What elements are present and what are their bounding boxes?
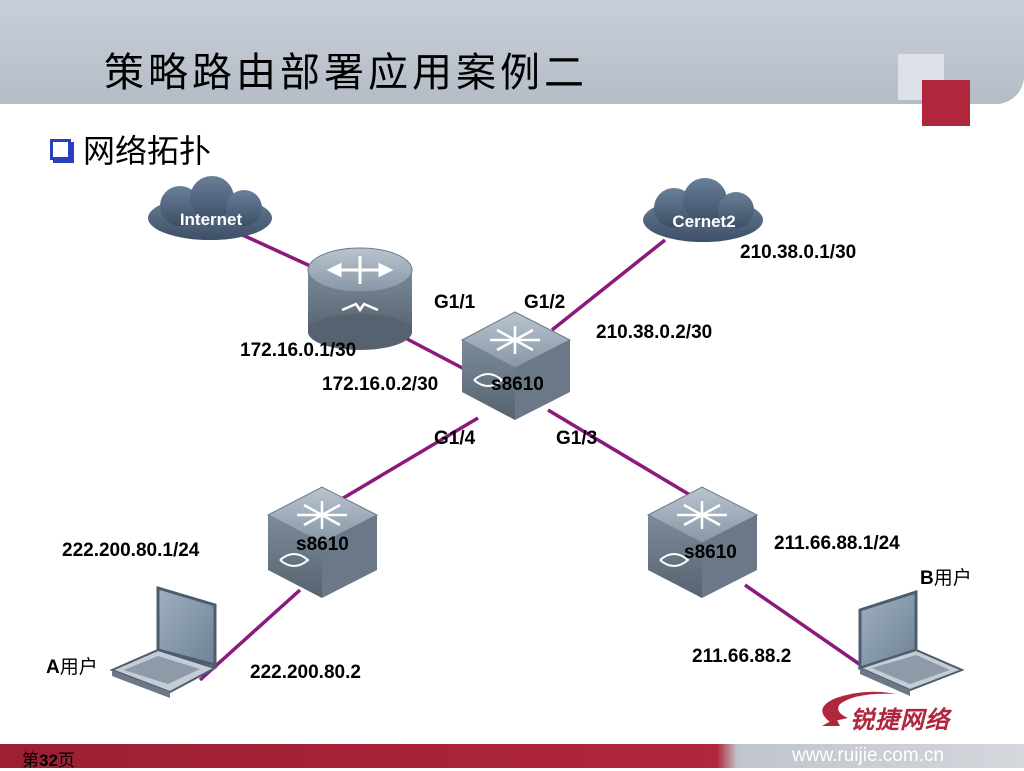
link-right-switch-user-b	[744, 583, 866, 670]
port-label-g14: G1/4	[434, 428, 476, 449]
router-ip-label: 172.16.0.1/30	[240, 340, 357, 361]
page-number: 第32页	[22, 751, 75, 770]
right-switch-label: s8610	[684, 542, 737, 563]
footer-bar: 第32页 www.ruijie.com.cn	[0, 744, 1024, 770]
user-b-label: B用户	[920, 568, 972, 589]
port-label-g11: G1/1	[434, 292, 476, 313]
checkbox-bullet-icon	[50, 138, 71, 160]
cernet-ip-label: 210.38.0.1/30	[740, 242, 857, 263]
user-a-label: A用户	[46, 657, 98, 678]
right-host-label: 211.66.88.2	[692, 646, 792, 667]
right-gateway-label: 211.66.88.1/24	[774, 533, 900, 554]
core-switch-icon	[460, 311, 572, 420]
cernet2-cloud-label: Cernet2	[672, 212, 735, 231]
section-heading-text: 网络拓扑	[83, 132, 212, 170]
website-link[interactable]: www.ruijie.com.cn	[792, 745, 945, 766]
left-switch-label: s8610	[296, 534, 349, 555]
link-core-right-switch	[547, 408, 691, 497]
section-heading: 网络拓扑	[50, 126, 211, 172]
laptop-a-icon	[109, 585, 218, 698]
left-host-label: 222.200.80.2	[250, 662, 361, 683]
left-gateway-label: 222.200.80.1/24	[62, 540, 200, 561]
ruijie-logo-icon	[822, 691, 896, 726]
right-switch-icon	[646, 486, 759, 598]
cernet2-cloud-icon: Cernet2	[643, 178, 763, 242]
port-label-g13: G1/3	[556, 428, 598, 449]
link-core-cernet2	[550, 238, 667, 332]
router-icon	[307, 247, 413, 350]
link-core-left-switch	[339, 416, 479, 502]
internet-cloud-label: Internet	[180, 210, 243, 229]
ruijie-logo-text: 锐捷网络	[850, 706, 950, 734]
core-switch-label: s8610	[491, 374, 544, 395]
link-left-switch-user-a	[198, 588, 302, 682]
core-right-ip-label: 210.38.0.2/30	[596, 322, 713, 343]
corner-decoration-red	[922, 80, 970, 126]
laptop-b-icon	[857, 589, 965, 696]
core-left-ip-label: 172.16.0.2/30	[322, 374, 439, 395]
left-switch-icon	[266, 486, 379, 598]
port-label-g12: G1/2	[524, 292, 566, 313]
title-bar	[0, 0, 1024, 104]
link-lines	[198, 230, 866, 682]
slide-title: 策略路由部署应用案例二	[104, 50, 588, 96]
internet-cloud-icon: Internet	[148, 176, 272, 240]
